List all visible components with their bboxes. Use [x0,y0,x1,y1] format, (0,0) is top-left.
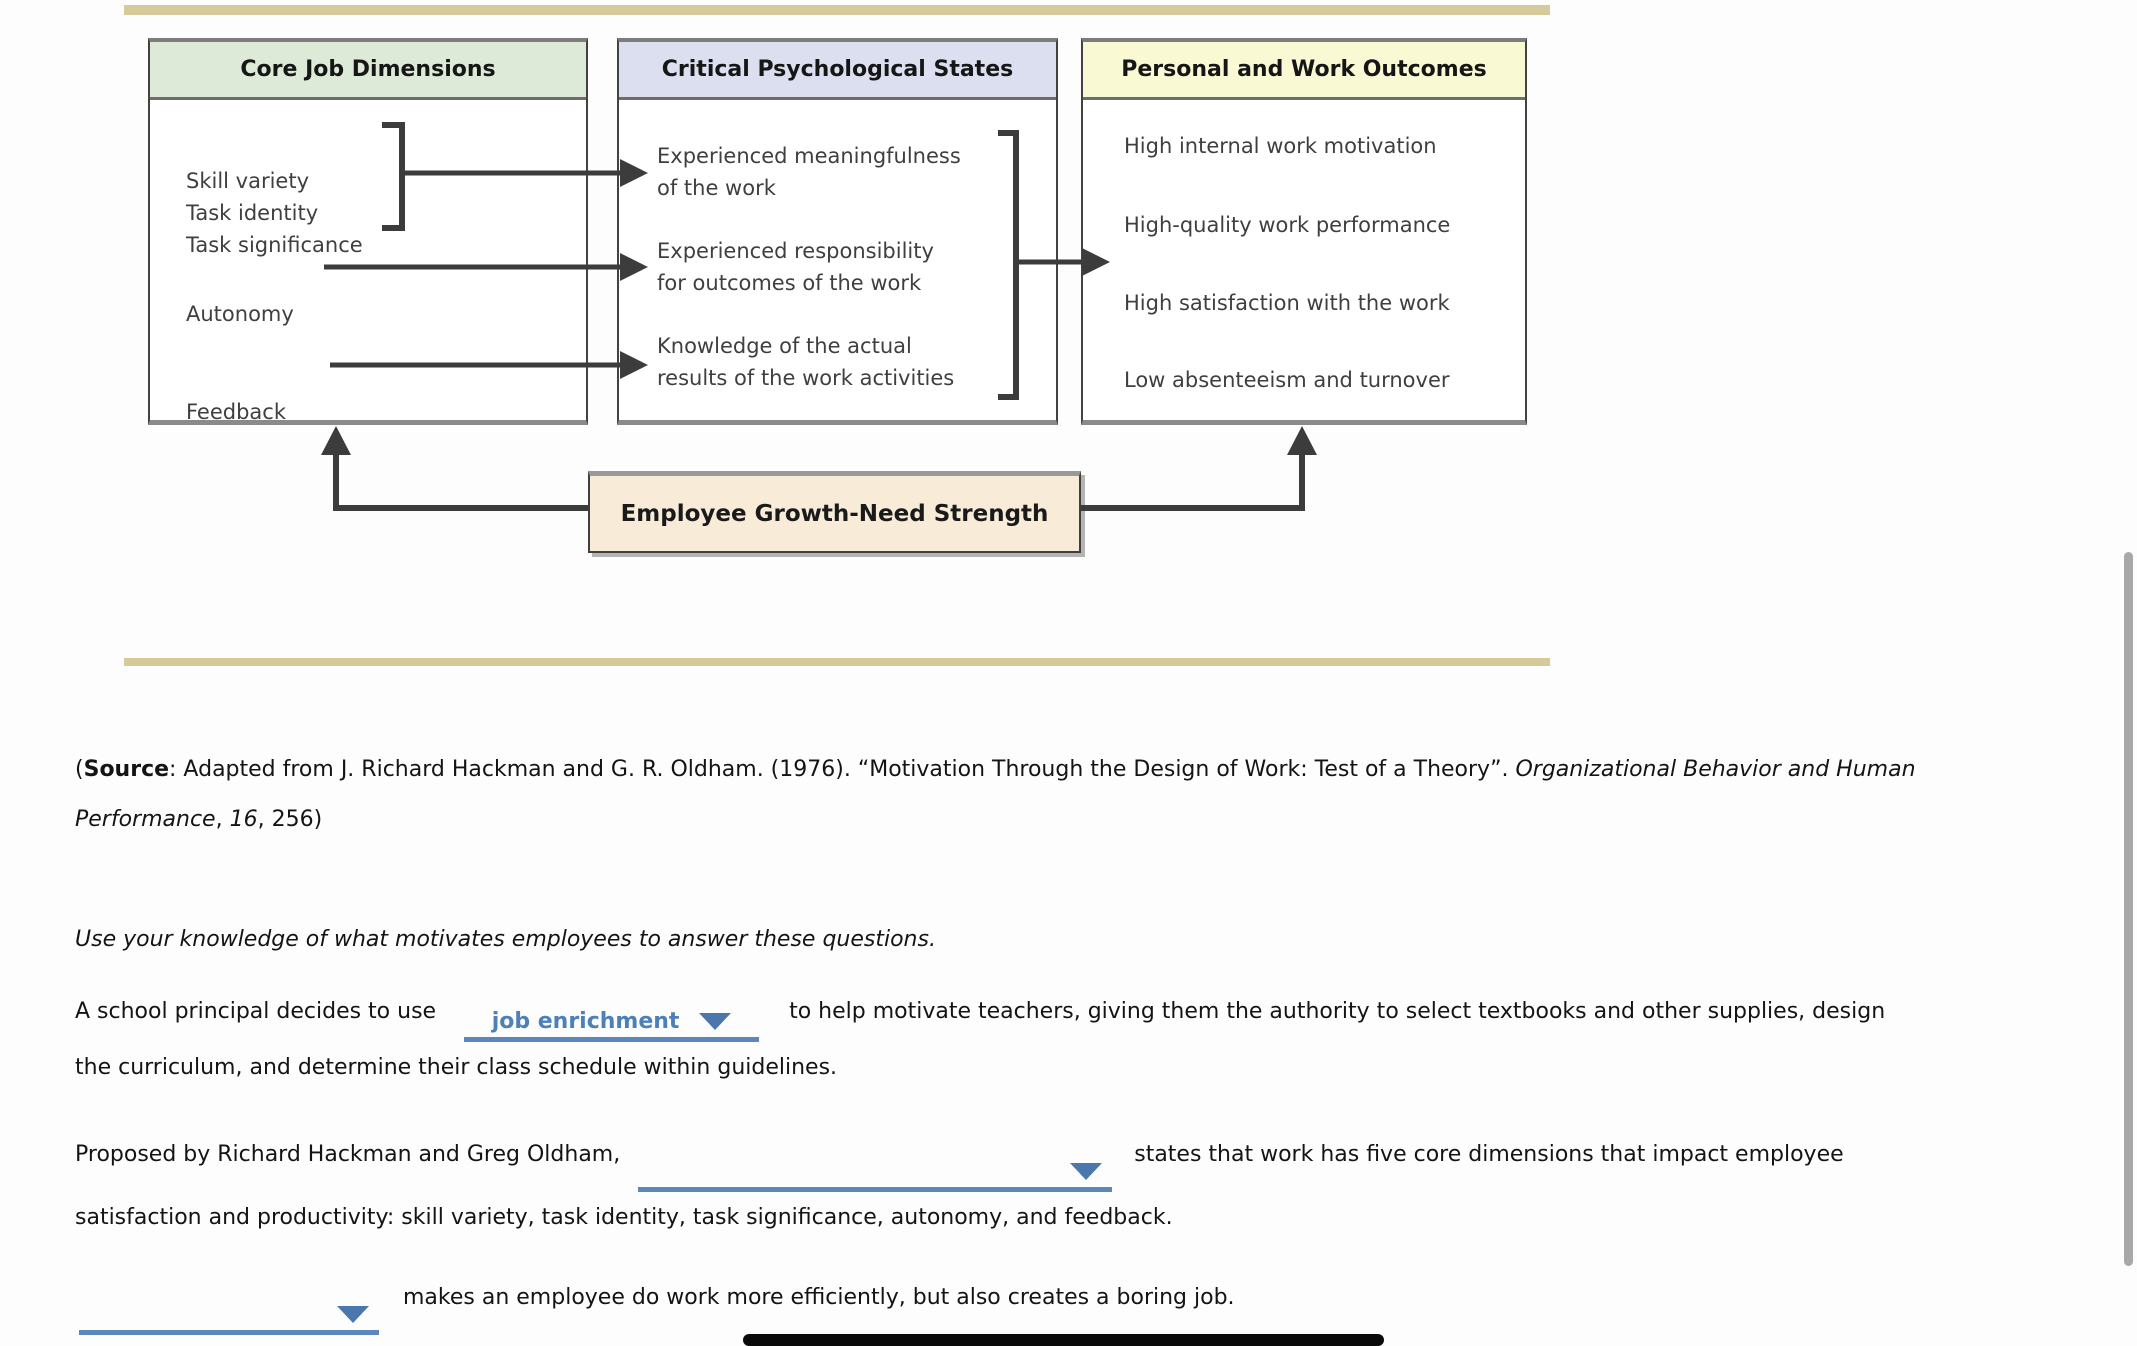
item-experienced-responsibility: Experienced responsibility for outcomes … [657,235,934,299]
q3-text-after: makes an employee do work more efficient… [403,1285,1235,1310]
item-line: for outcomes of the work [657,271,922,295]
skill-group: Skill variety Task identity Task signifi… [186,165,363,261]
personal-work-outcomes-title: Personal and Work Outcomes [1083,42,1525,100]
employee-growth-need-strength-label: Employee Growth-Need Strength [620,500,1049,527]
source-citation-text: : Adapted from J. Richard Hackman and G.… [169,757,1516,782]
personal-work-outcomes-body: High internal work motivation High-quali… [1083,100,1525,478]
q2-text-after: states that work has five core dimension… [75,1142,1844,1230]
question-1: A school principal decides to use job enr… [75,986,1925,1093]
source-separator: , [215,807,230,832]
source-journal-name-part2: Behavior and Human Performance [75,757,1916,832]
critical-psychological-states-body: Experienced meaningfulness of the work E… [619,100,1056,478]
q3-dropdown[interactable] [79,1299,379,1335]
core-job-dimensions-title: Core Job Dimensions [150,42,586,100]
item-knowledge-of-results: Knowledge of the actual results of the w… [657,330,954,394]
source-volume: 16 [229,807,258,832]
item-low-absenteeism: Low absenteeism and turnover [1124,368,1450,392]
item-line: of the work [657,176,776,200]
item-feedback: Feedback [186,400,287,424]
item-high-internal-motivation: High internal work motivation [1124,134,1437,158]
q2-text-before: Proposed by Richard Hackman and Greg Old… [75,1142,621,1167]
item-task-identity: Task identity [186,201,319,225]
q1-dropdown-value: job enrichment [491,1009,680,1034]
item-line: results of the work activities [657,366,955,390]
critical-psychological-states-box: Critical Psychological States Experience… [617,38,1058,425]
q2-dropdown[interactable] [638,1156,1113,1192]
item-line: Experienced responsibility [657,239,934,263]
chevron-down-icon [1070,1162,1103,1180]
question-3: makes an employee do work more efficient… [75,1272,1975,1335]
item-high-satisfaction: High satisfaction with the work [1124,291,1450,315]
q1-dropdown[interactable]: job enrichment [464,1006,760,1042]
chevron-down-icon [337,1305,369,1323]
personal-work-outcomes-box: Personal and Work Outcomes High internal… [1081,38,1527,425]
instruction-text: Use your knowledge of what motivates emp… [75,927,936,952]
chevron-down-icon [699,1013,732,1030]
item-task-significance: Task significance [186,233,363,257]
source-open-paren: ( [75,757,84,782]
core-job-dimensions-body: Skill variety Task identity Task signifi… [150,100,586,478]
critical-psychological-states-title: Critical Psychological States [619,42,1056,100]
item-line: Knowledge of the actual [657,334,912,358]
item-skill-variety: Skill variety [186,169,310,193]
question-2: Proposed by Richard Hackman and Greg Old… [75,1129,1925,1244]
figure-bottom-rule [124,658,1550,666]
item-line: Experienced meaningfulness [657,144,961,168]
source-note: (Source: Adapted from J. Richard Hackman… [75,745,1935,845]
item-autonomy: Autonomy [186,302,294,326]
source-journal-name-part1: Organizational [1515,757,1677,782]
figure-top-rule [124,5,1550,15]
source-page-number: , 256) [257,807,323,832]
q1-text-before: A school principal decides to use [75,999,437,1024]
item-experienced-meaningfulness: Experienced meaningfulness of the work [657,140,961,204]
item-high-quality-performance: High-quality work performance [1124,213,1451,237]
bottom-drag-handle[interactable] [743,1334,1384,1346]
q1-text-after: to help motivate teachers, giving them t… [75,999,1886,1080]
source-label: Source [83,757,170,782]
core-job-dimensions-box: Core Job Dimensions Skill variety Task i… [148,38,588,425]
vertical-scrollbar-thumb[interactable] [2124,552,2133,1266]
employee-growth-need-strength-box: Employee Growth-Need Strength [588,471,1081,553]
